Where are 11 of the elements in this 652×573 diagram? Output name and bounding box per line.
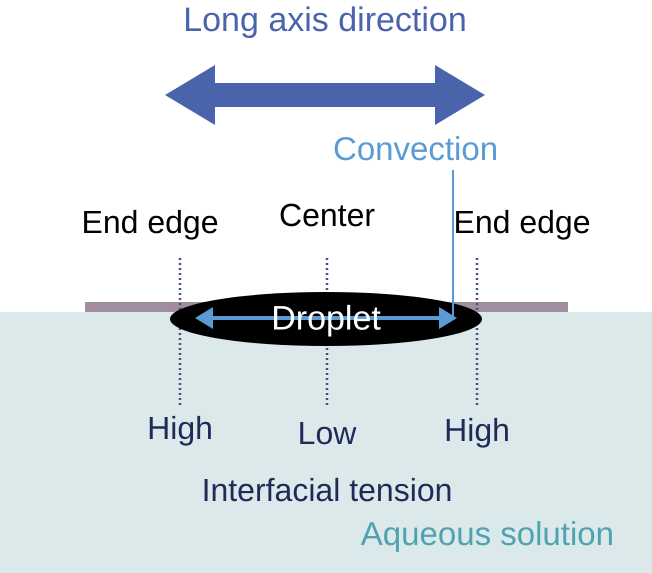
convection-label: Convection xyxy=(333,130,498,168)
region-label: Aqueous solution xyxy=(360,515,614,553)
position-label: End edge xyxy=(82,204,218,240)
heading: Long axis direction xyxy=(183,2,467,38)
value-label: High xyxy=(147,410,213,446)
value-label: High xyxy=(444,412,510,448)
position-label: Center xyxy=(278,197,376,233)
leader-line xyxy=(452,170,454,316)
axis-caption: Interfacial tension xyxy=(202,472,452,508)
value-label: Low xyxy=(298,415,356,451)
position-label: End edge xyxy=(454,204,590,240)
